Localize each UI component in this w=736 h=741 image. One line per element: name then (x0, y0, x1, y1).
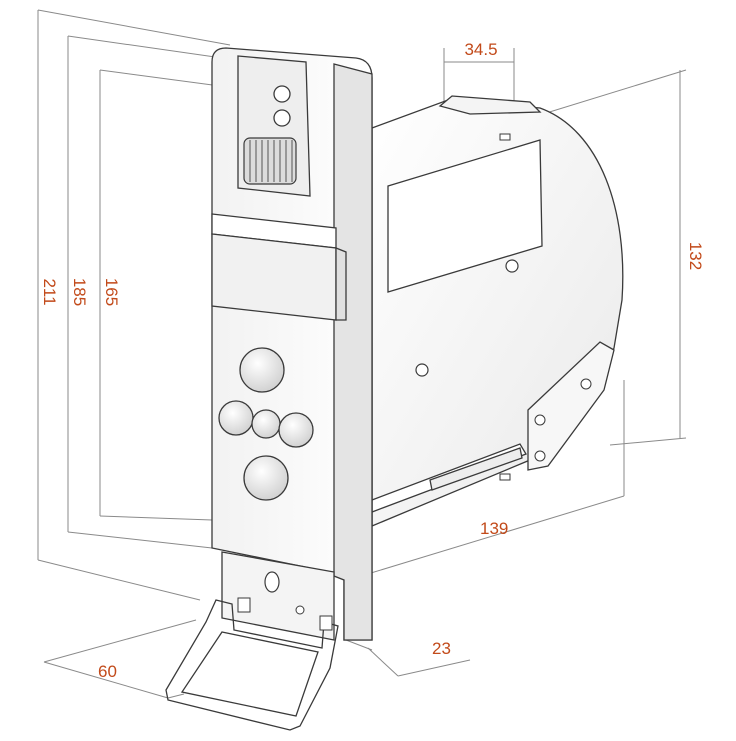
button-left[interactable] (218, 400, 254, 436)
dimension-label-185: 185 (70, 278, 89, 306)
side-housing (371, 95, 624, 527)
screw-icon (534, 414, 546, 426)
button-right[interactable] (278, 412, 314, 448)
dimension-labels: 211 185 165 34.5 132 139 60 23 (40, 40, 705, 681)
control-pad (218, 347, 314, 501)
button-center[interactable] (251, 409, 281, 439)
button-down[interactable] (243, 455, 289, 501)
button-up[interactable] (239, 347, 285, 393)
dimension-label-34-5: 34.5 (464, 40, 497, 59)
dimension-label-211: 211 (40, 278, 59, 305)
screw-icon (580, 378, 592, 390)
dimension-label-132: 132 (686, 242, 705, 270)
dimension-lines (37, 9, 687, 699)
screw-icon (534, 450, 546, 462)
dimension-label-60: 60 (98, 662, 117, 681)
dimension-label-165: 165 (102, 278, 121, 306)
dimension-label-23: 23 (432, 639, 451, 658)
screw-icon (415, 363, 429, 377)
front-plate (211, 47, 373, 641)
slot-icon (264, 571, 280, 593)
hole-icon (273, 85, 291, 103)
fold-out-handle[interactable] (165, 597, 339, 731)
dimension-label-139: 139 (480, 519, 508, 538)
screw-icon (505, 259, 519, 273)
hole-icon (273, 109, 291, 127)
adjustment-wheel[interactable] (243, 137, 297, 185)
